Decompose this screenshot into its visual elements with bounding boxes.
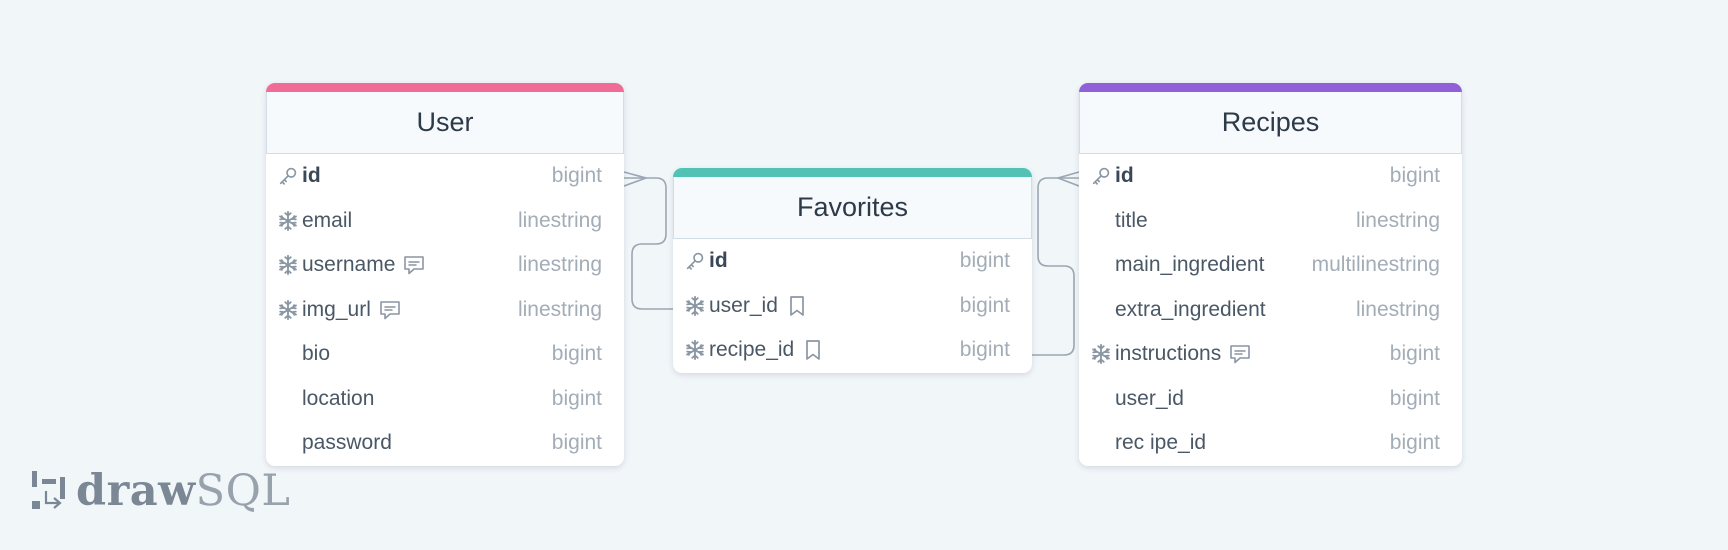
- column-type: multilinestring: [1311, 253, 1440, 277]
- column-type: linestring: [1355, 208, 1440, 232]
- column-row-password[interactable]: password bigint: [266, 421, 624, 466]
- row-icon-placeholder: [1089, 209, 1113, 233]
- column-row-bio[interactable]: bio bigint: [266, 332, 624, 377]
- row-icon-placeholder: [1089, 298, 1113, 322]
- column-type: bigint: [959, 293, 1010, 317]
- crowfoot-recipes-id: [1055, 171, 1080, 187]
- column-name: user_id: [1115, 386, 1184, 410]
- column-row-rec-ipe-id[interactable]: rec ipe_id bigint: [1079, 421, 1462, 466]
- column-row-location[interactable]: location bigint: [266, 377, 624, 422]
- column-name: id: [302, 164, 321, 188]
- column-row-instructions[interactable]: instructions bigint: [1079, 332, 1462, 377]
- snowflake-icon: [276, 298, 300, 322]
- column-row-recipe-id[interactable]: recipe_id bigint: [673, 328, 1032, 373]
- column-type: bigint: [959, 249, 1010, 273]
- snowflake-icon: [683, 294, 707, 318]
- column-type: bigint: [1389, 342, 1440, 366]
- snowflake-icon: [276, 209, 300, 233]
- column-type: bigint: [1389, 386, 1440, 410]
- table-recipes[interactable]: Recipes id bigint title linestring main_ingr…: [1079, 83, 1462, 466]
- table-color-bar: [1079, 83, 1462, 92]
- column-row-id[interactable]: id bigint: [673, 239, 1032, 284]
- column-row-email[interactable]: email linestring: [266, 199, 624, 244]
- column-row-extra-ingredient[interactable]: extra_ingredient linestring: [1079, 288, 1462, 333]
- column-name: password: [302, 431, 392, 455]
- column-row-user-id[interactable]: user_id bigint: [673, 284, 1032, 329]
- column-type: linestring: [517, 253, 602, 277]
- snowflake-icon: [683, 338, 707, 362]
- drawsql-logo-mark-icon: [32, 471, 65, 509]
- bookmark-icon[interactable]: [784, 294, 810, 318]
- column-name: img_url: [302, 297, 371, 321]
- column-row-username[interactable]: username linestring: [266, 243, 624, 288]
- column-name: username: [302, 253, 396, 277]
- column-row-user-id[interactable]: user_id bigint: [1079, 377, 1462, 422]
- column-type: bigint: [551, 164, 602, 188]
- column-name: bio: [302, 342, 331, 366]
- key-icon: [683, 249, 707, 273]
- comment-icon[interactable]: [401, 253, 427, 277]
- key-icon: [276, 164, 300, 188]
- snowflake-icon: [276, 253, 300, 277]
- column-type: linestring: [1355, 297, 1440, 321]
- bookmark-icon[interactable]: [800, 338, 826, 362]
- key-icon: [1089, 164, 1113, 188]
- table-user[interactable]: User id bigint email linestring username line…: [266, 83, 624, 466]
- table-title[interactable]: Recipes: [1079, 92, 1462, 154]
- column-type: bigint: [1389, 431, 1440, 455]
- column-row-main-ingredient[interactable]: main_ingredient multilinestring: [1079, 243, 1462, 288]
- column-name: title: [1115, 208, 1148, 232]
- comment-icon[interactable]: [1227, 342, 1253, 366]
- column-type: bigint: [551, 342, 602, 366]
- row-icon-placeholder: [276, 431, 300, 455]
- relation-recipes-id-favorites-recipe-id: [1032, 177, 1079, 356]
- crowfoot-user-id: [623, 171, 649, 187]
- column-type: linestring: [517, 297, 602, 321]
- comment-icon[interactable]: [377, 298, 403, 322]
- column-row-id[interactable]: id bigint: [266, 154, 624, 199]
- column-name: recipe_id: [709, 338, 795, 362]
- column-name: extra_ingredient: [1115, 297, 1266, 321]
- column-name: email: [302, 208, 353, 232]
- column-row-title[interactable]: title linestring: [1079, 199, 1462, 244]
- column-type: bigint: [551, 431, 602, 455]
- row-icon-placeholder: [1089, 431, 1113, 455]
- column-name: location: [302, 386, 375, 410]
- column-name: instructions: [1115, 342, 1222, 366]
- column-type: bigint: [959, 338, 1010, 362]
- table-color-bar: [673, 168, 1032, 177]
- logo-text-sql: SQL: [195, 466, 291, 516]
- row-icon-placeholder: [1089, 387, 1113, 411]
- column-type: bigint: [551, 386, 602, 410]
- column-type: bigint: [1389, 164, 1440, 188]
- column-type: linestring: [517, 208, 602, 232]
- row-icon-placeholder: [276, 342, 300, 366]
- column-row-img-url[interactable]: img_url linestring: [266, 288, 624, 333]
- column-name: id: [709, 249, 728, 273]
- relation-user-id-favorites-user-id: [624, 177, 673, 310]
- column-name: user_id: [709, 293, 778, 317]
- row-icon-placeholder: [276, 387, 300, 411]
- table-title[interactable]: Favorites: [673, 177, 1032, 239]
- column-row-id[interactable]: id bigint: [1079, 154, 1462, 199]
- table-title[interactable]: User: [266, 92, 624, 154]
- snowflake-icon: [1089, 342, 1113, 366]
- row-icon-placeholder: [1089, 253, 1113, 277]
- column-name: main_ingredient: [1115, 253, 1265, 277]
- table-color-bar: [266, 83, 624, 92]
- column-name: rec ipe_id: [1115, 431, 1207, 455]
- logo-text-draw: draw: [76, 466, 196, 516]
- column-name: id: [1115, 164, 1134, 188]
